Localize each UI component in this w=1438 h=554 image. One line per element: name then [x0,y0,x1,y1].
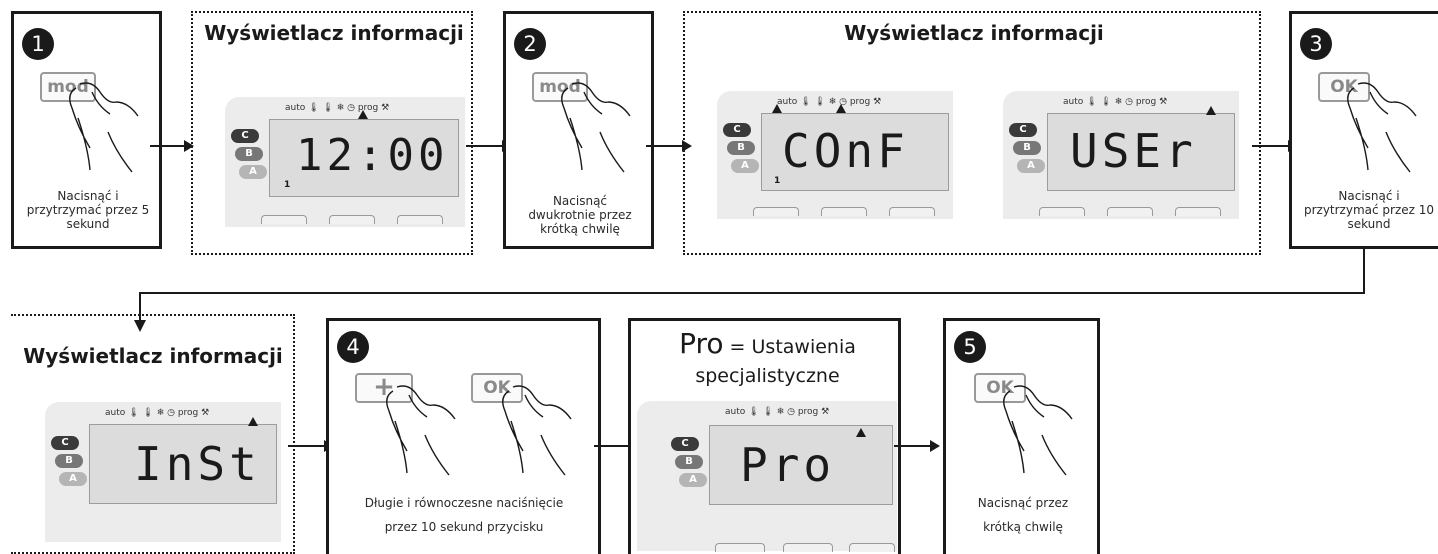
lcd-text-2: COnF [782,124,909,178]
mode-c: C [231,129,259,143]
mode-a: A [731,159,759,173]
display-4: auto 🌡 🌡 ❄ ◷ prog ⚒ C B A InSt [45,402,281,542]
mode-a: A [59,472,87,486]
pointer-icon [1206,106,1216,115]
icon-row-2: auto 🌡 🌡 ❄ ◷ prog ⚒ [777,97,882,107]
button-stub [715,543,765,552]
lcd-screen-5: Pro [709,425,893,505]
button-stub [397,215,443,224]
pointer-icon [248,417,258,426]
mode-c: C [671,437,699,451]
mode-b: B [675,455,703,469]
mode-a: A [239,165,267,179]
pro-box: Pro = Ustawienia specjalistyczne auto 🌡 … [628,318,901,554]
button-stub [1107,207,1153,216]
step-4-badge: 4 [337,331,369,363]
lcd-screen-4: InSt [89,417,277,504]
info-title-3: Wyświetlacz informacji [23,344,283,368]
hand-pressing-icon [1003,385,1073,476]
ok-key[interactable]: OK [471,373,523,403]
mode-c: C [1009,123,1037,137]
lcd-sub-2: 1 [774,176,781,186]
step-5-badge: 5 [954,331,986,363]
lcd-text-1: 12:00 [296,130,449,181]
pointer-icon [836,104,846,113]
mode-a: A [1017,159,1045,173]
hand-pressing-icon [561,82,631,173]
lcd-text-4: InSt [134,437,261,491]
info-box-2: Wyświetlacz informacji auto 🌡 🌡 ❄ ◷ prog… [683,11,1261,255]
display-3: auto 🌡 🌡 ❄ ◷ prog ⚒ C B A USEr [1003,91,1239,219]
lcd-text-3: USEr [1070,124,1197,178]
hand-pressing-icon [386,385,456,476]
lcd-screen-3: USEr [1047,106,1235,191]
mode-c: C [51,436,79,450]
pointer-icon [856,428,866,437]
icon-row-5: auto 🌡 🌡 ❄ ◷ prog ⚒ [725,407,830,417]
pro-heading: Pro = Ustawienia [631,327,904,360]
hand-pressing-icon [69,82,139,173]
button-stub [1039,207,1085,216]
hand-pressing-icon [502,385,572,476]
ok-key[interactable]: OK [1318,72,1370,102]
arrow-1 [150,140,194,152]
button-stub [753,207,799,216]
lcd-screen-2: COnF 1 [761,104,949,191]
button-stub [849,543,895,552]
pointer-icon [358,110,368,119]
display-5: auto 🌡 🌡 ❄ ◷ prog ⚒ C B A Pro [637,401,897,552]
icon-row-1: auto 🌡 🌡 ❄ ◷ prog ⚒ [285,103,390,113]
mode-b: B [55,454,83,468]
info-title-2: Wyświetlacz informacji [844,21,1104,45]
button-stub [821,207,867,216]
arrow-7 [894,440,940,452]
mode-c: C [723,123,751,137]
display-2: auto 🌡 🌡 ❄ ◷ prog ⚒ C B A COnF 1 [717,91,953,219]
pro-subtitle: specjalistyczne [695,365,840,387]
hand-pressing-icon [1347,82,1417,173]
display-1: auto 🌡 🌡 ❄ ◷ prog ⚒ C B A 12:00 1 [225,97,465,227]
mode-a: A [679,473,707,487]
button-stub [329,215,375,224]
step-3-badge: 3 [1300,28,1332,60]
button-stub [261,215,307,224]
info-box-3: Wyświetlacz informacji auto 🌡 🌡 ❄ ◷ prog… [11,314,295,554]
lcd-sub-1: 1 [284,180,291,190]
pro-code: Pro [679,327,724,360]
mode-b: B [235,147,263,161]
icon-row-3: auto 🌡 🌡 ❄ ◷ prog ⚒ [1063,97,1168,107]
info-title-1: Wyświetlacz informacji [204,21,464,45]
mode-b: B [1013,141,1041,155]
button-stub [889,207,935,216]
mode-b: B [727,141,755,155]
icon-row-4: auto 🌡 🌡 ❄ ◷ prog ⚒ [105,408,210,418]
pointer-icon [772,104,782,113]
step-1-badge: 1 [22,28,54,60]
step-2-badge: 2 [514,28,546,60]
button-stub [783,543,833,552]
lcd-text-5: Pro [740,438,836,492]
button-stub [1175,207,1221,216]
pro-eq: = Ustawienia [723,336,856,358]
lcd-screen-1: 12:00 1 [269,110,459,197]
info-box-1: Wyświetlacz informacji auto 🌡 🌡 ❄ ◷ prog… [191,11,473,255]
